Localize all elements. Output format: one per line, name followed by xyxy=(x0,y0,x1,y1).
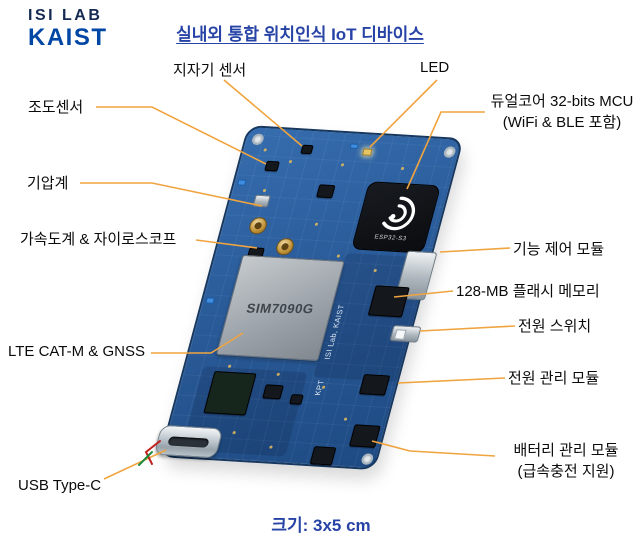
callout-barometer: 기압계 xyxy=(27,175,69,192)
sim7090g-label: SIM7090G xyxy=(245,300,316,316)
callout-usb: USB Type-C xyxy=(18,477,102,494)
antenna-connector-2 xyxy=(274,237,296,256)
misc-chip-3 xyxy=(262,384,284,400)
callout-lte-gnss: LTE CAT-M & GNSS xyxy=(8,343,145,360)
power-switch-component xyxy=(389,324,422,343)
via-dot xyxy=(400,166,405,171)
callout-flash: 128-MB 플래시 메모리 xyxy=(456,283,600,300)
callout-light-sensor: 조도센서 xyxy=(28,99,84,116)
battery-mgmt-chip xyxy=(348,424,381,448)
screw-hole-tr xyxy=(442,146,457,158)
via-dot xyxy=(321,385,326,389)
callout-mcu: 듀얼코어 32-bits MCU (WiFi & BLE 포함) xyxy=(487,91,637,133)
barometer-component xyxy=(252,194,271,208)
callout-battery-line2: (급속충전 지원) xyxy=(517,463,615,480)
antenna-connector-1 xyxy=(247,216,269,235)
screw-hole-br xyxy=(360,453,375,465)
misc-chip-1 xyxy=(316,184,336,199)
callout-led: LED xyxy=(420,59,450,76)
via-dot xyxy=(336,254,341,258)
page-title: 실내외 통합 위치인식 IoT 디바이스 xyxy=(176,25,424,44)
misc-chip-2 xyxy=(309,446,337,466)
callout-power-switch: 전원 스위치 xyxy=(518,318,592,335)
logo-kaist-text: KAIST xyxy=(28,24,108,51)
via-dot xyxy=(314,222,319,226)
capacitor-3 xyxy=(349,143,359,149)
leader-function-control xyxy=(439,247,511,253)
callout-mcu-line1: 듀얼코어 32-bits MCU xyxy=(490,93,634,110)
via-dot xyxy=(288,160,293,164)
esp32-module: ESP32-S3 xyxy=(350,181,442,254)
callout-magnetometer: 지자기 센서 xyxy=(173,62,247,79)
capacitor-1 xyxy=(236,179,247,186)
callout-power-mgmt: 전원 관리 모듈 xyxy=(508,370,600,387)
esp32-label: ESP32-S3 xyxy=(373,233,408,242)
via-dot xyxy=(340,163,345,167)
callout-battery: 배터리 관리 모듈 (급속충전 지원) xyxy=(497,440,635,482)
callout-battery-line1: 배터리 관리 모듈 xyxy=(513,442,619,459)
callout-mcu-line2: (WiFi & BLE 포함) xyxy=(502,114,622,131)
usb-c-connector xyxy=(153,424,224,459)
via-dot xyxy=(263,148,268,152)
callout-function-control: 기능 제어 모듈 xyxy=(513,241,605,258)
screw-hole-tl xyxy=(250,133,265,146)
espressif-logo-icon xyxy=(382,196,416,230)
size-caption: 크기: 3x5 cm xyxy=(271,516,371,535)
pcb-board: ESP32-S3 SIM7090G ISI Lab, KAIST KPT xyxy=(153,125,464,471)
leader-usb xyxy=(103,449,167,480)
leader-power-switch xyxy=(419,325,516,332)
usb-wire-green xyxy=(138,451,153,466)
logo-isilab-text: ISI LAB xyxy=(28,7,103,24)
callout-imu: 가속도계 & 자이로스코프 xyxy=(20,231,177,248)
leader-battery xyxy=(371,440,496,457)
misc-chip-4 xyxy=(289,393,304,405)
leader-power-mgmt xyxy=(397,377,506,384)
via-dot xyxy=(343,417,348,421)
light-sensor-chip xyxy=(264,160,280,172)
magnetometer-chip xyxy=(300,144,314,155)
via-dot xyxy=(262,188,267,193)
power-mgmt-chip xyxy=(358,374,391,396)
logo: ISI LAB KAIST xyxy=(28,7,108,52)
capacitor-2 xyxy=(205,297,215,304)
led-component xyxy=(361,148,373,156)
